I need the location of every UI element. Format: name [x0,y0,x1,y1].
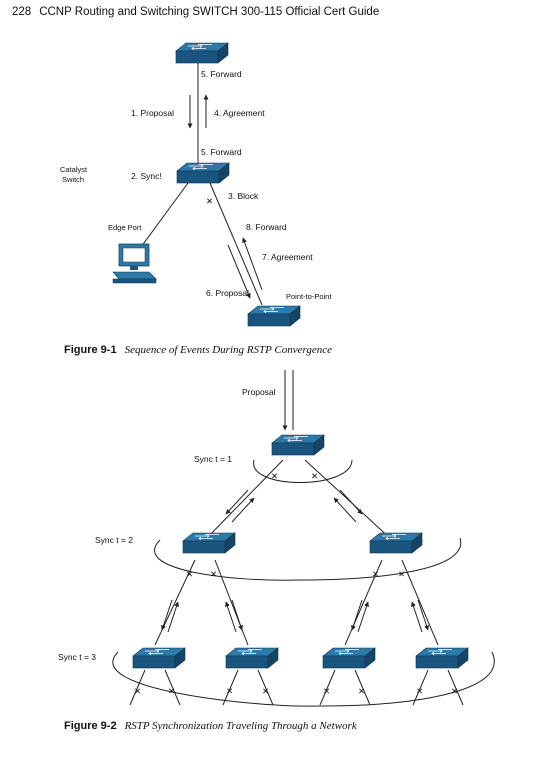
figure-9-1-caption: Figure 9-1 Sequence of Events During RSTP… [64,344,332,356]
label-catalyst: Catalyst [60,165,88,174]
leaf-link-1a [129,669,146,706]
label-forward-mid: 5. Forward [201,147,242,157]
proposal-arrow-l2-c [351,599,363,631]
label-point-to-point: Point-to-Point [286,292,332,301]
leaf-link-3a [319,669,336,706]
x-mark-leaf-4a: ✕ [416,686,423,696]
label-proposal: 1. Proposal [131,108,174,118]
x-mark-leaf-2a: ✕ [226,686,233,696]
label-sync: 2. Sync! [131,171,162,181]
proposal-6-arrow [227,244,251,299]
leaf-switch-4 [415,647,469,669]
leaf-switch-1 [132,647,186,669]
sync-1-arc [253,459,353,483]
book-title: CCNP Routing and Switching SWITCH 300-11… [39,6,380,18]
x-mark-leaf-3a: ✕ [323,686,330,696]
x-mark-l2-b: ✕ [210,569,217,579]
figure-9-2: Proposal Sync t = 1 ✕ ✕ Sync t = 2 ✕ ✕ ✕… [58,370,495,707]
link-l2-d [401,559,439,646]
label-switch: Switch [62,175,84,184]
figure-9-1-number: Figure 9-1 [64,344,117,356]
agreement-arrow-l1-left [231,497,255,523]
figure-9-2-title: RSTP Synchronization Traveling Through a… [124,720,357,732]
leaf-switch-3 [322,647,376,669]
agreement-arrow-l2-b [225,601,237,633]
sync-3-arc [112,651,495,707]
block-x-mark: ✕ [206,196,213,206]
x-mark-leaf-4b: ✕ [451,686,458,696]
x-mark-l2-c: ✕ [372,569,379,579]
agreement-arrow-l1-right [333,497,357,523]
page-number: 228 [12,6,32,18]
label-block: 3. Block [228,191,259,201]
label-proposal-6: 6. Proposal [206,288,249,298]
figure-9-1-title: Sequence of Events During RSTP Convergen… [124,344,332,356]
label-sync-t2: Sync t = 2 [95,535,133,545]
label-sync-t1: Sync t = 1 [194,454,232,464]
label-forward-top: 5. Forward [201,69,242,79]
top-switch [175,42,229,64]
label-edge-port: Edge Port [108,223,142,232]
agreement-arrow-l2-a [167,601,179,633]
agreement-arrow-l2-d [411,601,423,633]
x-mark-l1-right: ✕ [311,471,318,481]
agreement-7-arrow [242,237,263,291]
link-l1-left [204,459,284,541]
leaf-switch-2 [225,647,279,669]
root-switch [271,434,325,456]
figure-9-1: 5. Forward 1. Proposal 4. Agreement 5. F… [60,42,332,327]
page-header: 228 CCNP Routing and Switching SWITCH 300… [12,6,379,18]
x-mark-leaf-1b: ✕ [168,686,175,696]
proposal-arrow-l2-d [417,599,429,631]
leaf-link-1b [164,669,181,706]
x-mark-leaf-3b: ✕ [358,686,365,696]
x-mark-leaf-2b: ✕ [262,686,269,696]
label-agreement: 4. Agreement [214,108,265,118]
agreement-arrow-l2-c [357,601,369,633]
proposal-arrow-l1-left [225,489,249,515]
x-mark-l2-d: ✕ [398,569,405,579]
label-agreement-7: 7. Agreement [262,252,313,262]
label-sync-t3: Sync t = 3 [58,652,96,662]
proposal-arrow-l2-a [161,599,173,631]
p2p-link [209,182,263,306]
leaf-link-2a [222,669,239,706]
leaf-link-2b [257,669,274,706]
x-mark-l1-left: ✕ [271,471,278,481]
leaf-link-3b [354,669,371,706]
mid-switch-left [182,532,236,554]
link-l2-b [214,559,249,646]
figure-9-2-caption: Figure 9-2 RSTP Synchronization Traveling… [64,720,357,732]
label-proposal-2: Proposal [242,387,276,397]
label-forward-8: 8. Forward [246,222,287,232]
leaf-link-4b [447,669,464,706]
figure-9-2-number: Figure 9-2 [64,720,117,732]
downstream-switch [247,305,301,327]
leaf-link-4a [412,669,429,706]
x-mark-l2-a: ✕ [186,569,193,579]
proposal-arrow-l2-b [231,599,243,631]
sync-2-arc [154,537,462,581]
proposal-arrow-l1-right [339,489,363,515]
link-l2-c [344,559,383,646]
edge-pc [112,243,157,284]
mid-switch-right [369,532,423,554]
catalyst-switch [176,162,230,184]
x-mark-leaf-1a: ✕ [134,686,141,696]
